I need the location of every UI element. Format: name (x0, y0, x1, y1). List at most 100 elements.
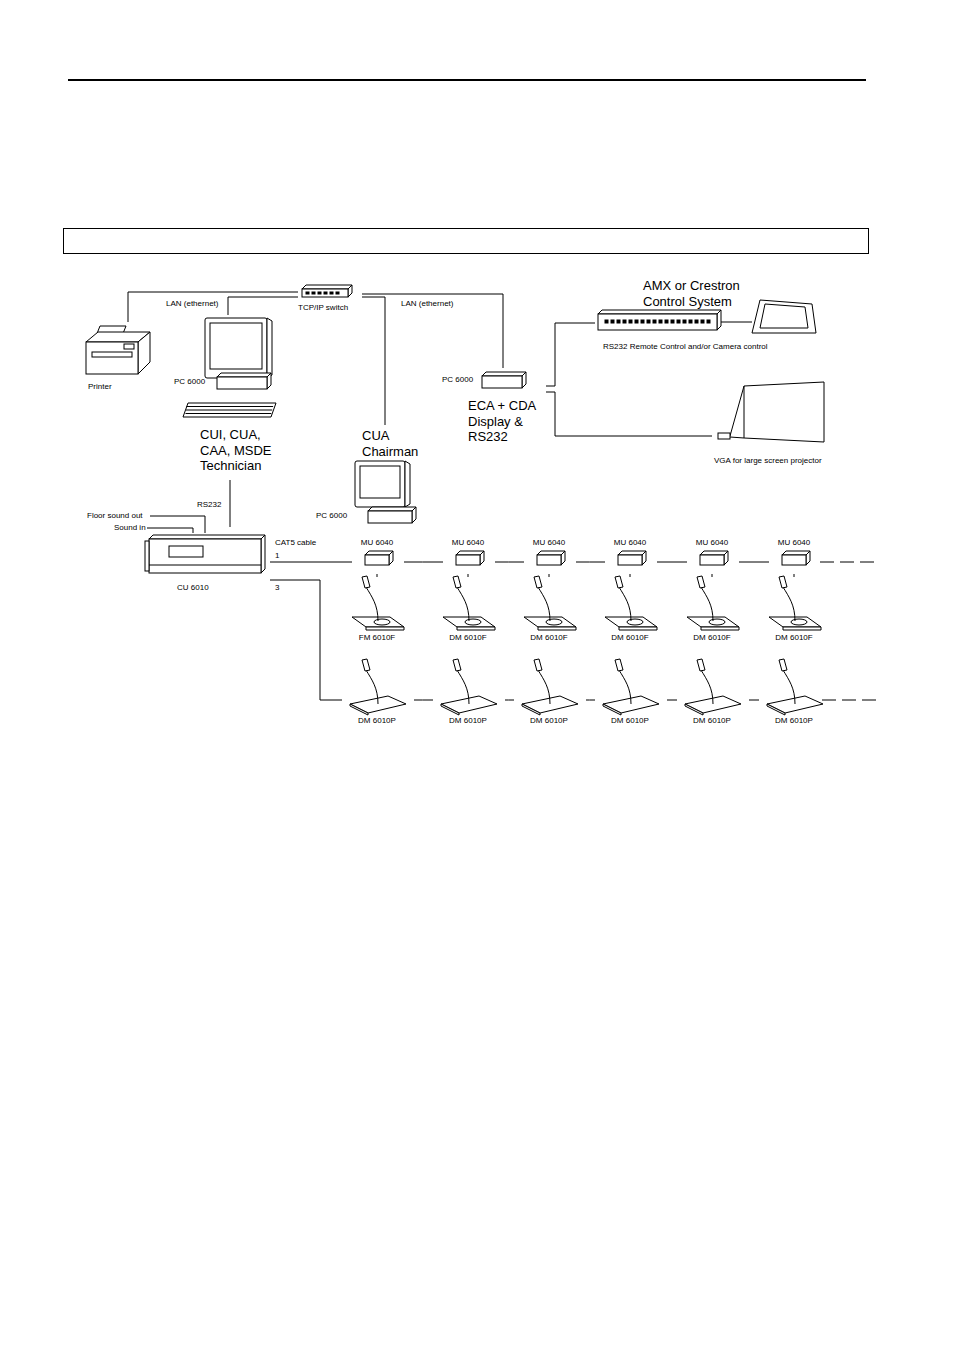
mic-capsule (534, 576, 542, 588)
cable-label: CAT5 cable (274, 538, 317, 548)
multiplexer-unit-front (537, 555, 561, 565)
multiplexer-unit-top (456, 551, 484, 555)
switch-front (302, 289, 348, 297)
device-role-label: CUI, CUA, CAA, MSDE Technician (200, 427, 282, 474)
icon-group (687, 576, 739, 630)
icon-group (718, 382, 824, 442)
multiplexer-unit-top (700, 551, 728, 555)
rack-led (647, 320, 650, 323)
device-label: PC 6000 (442, 375, 473, 385)
device-node: DM 6010P (759, 660, 831, 728)
icon-group (350, 659, 406, 715)
rack-led (623, 320, 626, 323)
icon-group (603, 659, 659, 715)
multiplexer-unit-side (480, 551, 484, 565)
icon-group (767, 659, 823, 715)
rack-led (617, 320, 620, 323)
central-unit-side (261, 535, 265, 573)
mic-base-front (685, 704, 703, 715)
central-unit-front (149, 539, 261, 573)
header-rule (68, 79, 866, 81)
device-node: TCP/IP switch (298, 283, 362, 315)
mic-capsule (779, 576, 787, 588)
mic-base-front (783, 627, 821, 630)
icon-group (441, 659, 497, 715)
cable-connector (667, 700, 677, 701)
device-node: DM 6010F (514, 577, 586, 645)
mic-capsule (615, 659, 623, 671)
icon-group (302, 285, 352, 297)
device-label: MU 6040 (605, 538, 655, 548)
rack-led (629, 320, 632, 323)
switch-side (348, 285, 352, 297)
device-label: RS232 Remote Control and/or Camera contr… (603, 342, 768, 352)
device-node: MU 6040 (443, 536, 495, 574)
gooseneck (538, 670, 550, 704)
cable-connector (362, 297, 385, 425)
speaker-grille (791, 619, 807, 625)
rack-led (707, 320, 710, 323)
port (318, 292, 321, 294)
pc-box-top (482, 372, 526, 376)
central-unit-top (149, 535, 265, 539)
rack-led (683, 320, 686, 323)
device-role-label: AMX or Crestron Control System (643, 278, 755, 309)
light-cone (730, 437, 744, 438)
device-label: PC 6000 (316, 511, 347, 521)
monitor-side (405, 461, 410, 507)
rack-led (641, 320, 644, 323)
port (306, 292, 309, 294)
pc-box-side (412, 507, 416, 523)
cable-connector (362, 294, 503, 368)
device-node: CU 6010 (145, 527, 270, 597)
device-label: DM 6010F (677, 633, 747, 643)
port (336, 292, 339, 294)
pc-box-top (368, 507, 416, 511)
icon-group (86, 326, 150, 374)
cable-label: RS232 (196, 500, 222, 510)
rack-led (611, 320, 614, 323)
device-node: MU 6040 (605, 536, 657, 574)
touch-panel-screen (760, 304, 808, 328)
icon-group (605, 576, 657, 630)
rack-led (671, 320, 674, 323)
touch-panel-body (752, 300, 816, 333)
projector-body (718, 433, 730, 439)
device-label: DM 6010P (759, 716, 829, 726)
cable-connector (377, 574, 378, 577)
device-node: PC 6000CUI, CUA, CAA, MSDE Technician (172, 315, 284, 480)
multiplexer-unit-side (389, 551, 393, 565)
mic-capsule (453, 659, 461, 671)
device-label: VGA for large screen projector (714, 456, 822, 466)
monitor-screen (360, 466, 400, 498)
icon-group (522, 659, 578, 715)
device-label: MU 6040 (443, 538, 493, 548)
cable-connector (468, 574, 469, 577)
rack-led (635, 320, 638, 323)
rack-ear (145, 541, 149, 571)
device-label: FM 6010F (342, 633, 412, 643)
cable-label: LAN (ethernet) (400, 299, 454, 309)
port (312, 292, 315, 294)
port (330, 292, 333, 294)
chain-continue (820, 562, 876, 563)
device-label: DM 6010F (514, 633, 584, 643)
multiplexer-unit-front (700, 555, 724, 565)
device-label: Printer (88, 382, 112, 392)
device-node: DM 6010P (595, 660, 667, 728)
device-node: AMX or Crestron Control SystemRS232 Remo… (595, 276, 795, 356)
mic-base-front (701, 627, 739, 630)
device-label: DM 6010P (514, 716, 584, 726)
audio-wires (144, 516, 205, 533)
cable-connector (712, 574, 713, 577)
icon-group (365, 551, 393, 565)
icon-group (443, 576, 495, 630)
mic-base-front (538, 627, 576, 630)
device-label: MU 6040 (524, 538, 574, 548)
panel-wire (717, 322, 752, 323)
mic-base-front (350, 704, 368, 715)
cable-connector (794, 574, 795, 577)
speaker-grille (465, 619, 481, 625)
caption-frame (64, 229, 869, 254)
